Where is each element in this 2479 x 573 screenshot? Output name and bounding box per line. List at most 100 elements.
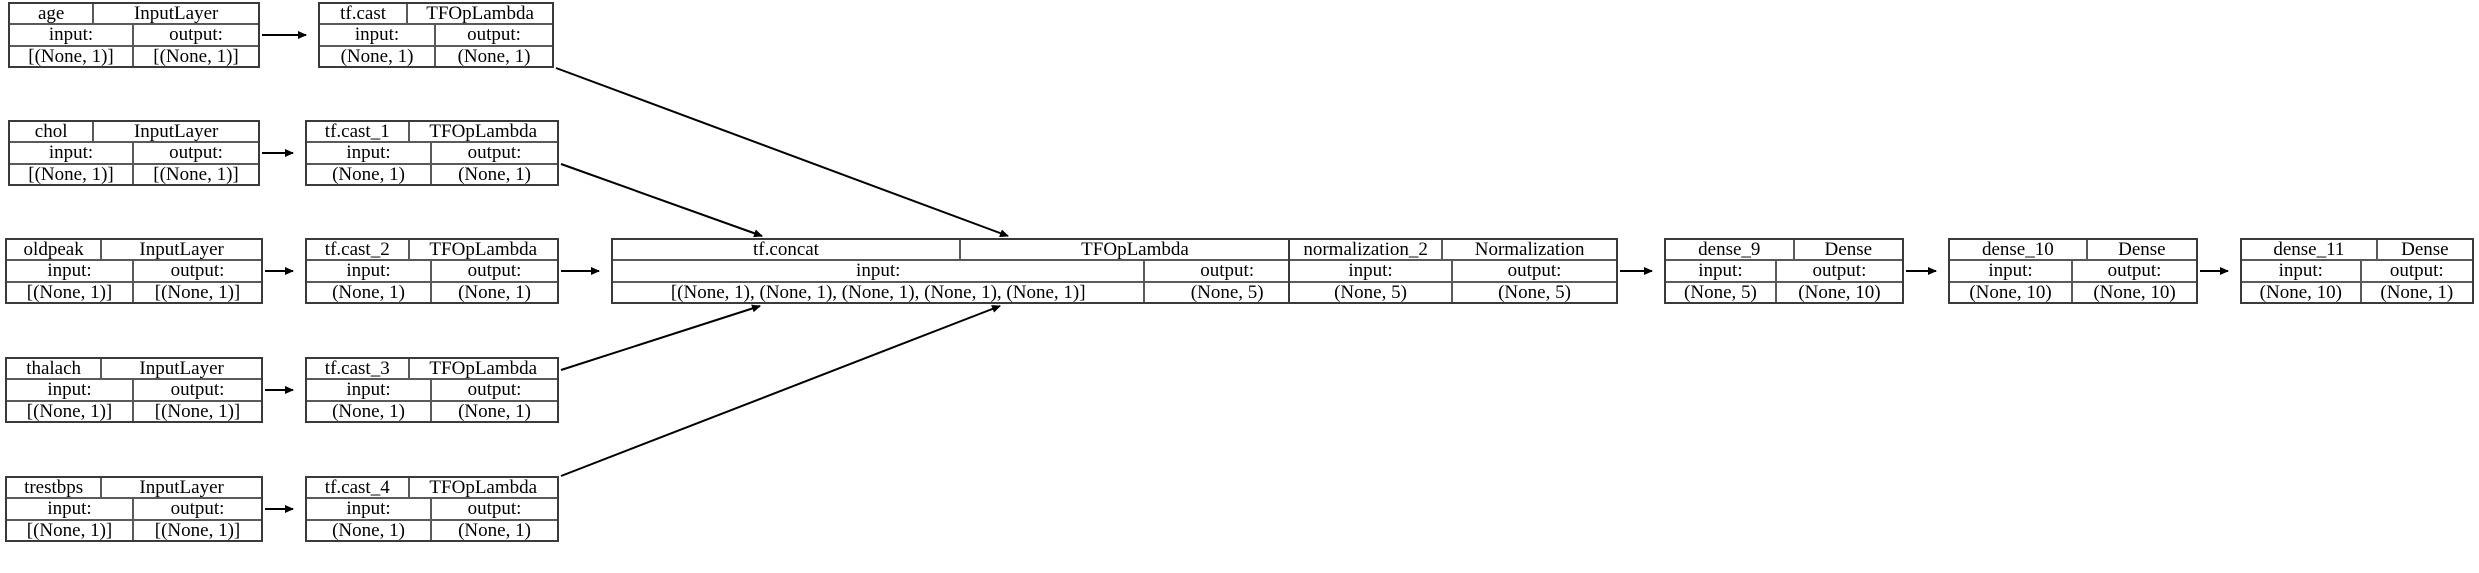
node-type-tf_cast_1: TFOpLambda [429, 122, 538, 142]
node-type-thalach: InputLayer [139, 359, 224, 379]
node-shape-row: [(None, 1)] [(None, 1)] [10, 46, 258, 66]
node-shape-row: (None, 1)(None, 1) [307, 282, 557, 302]
input-label-dense_10: input: [1950, 261, 2073, 281]
node-name-tf_cast_1: tf.cast_1 [307, 122, 410, 142]
input-shape-tf_cast_2: (None, 1) [307, 282, 432, 302]
input-shape-tf_cast_4: (None, 1) [307, 520, 432, 540]
node-name-tf_cast_4: tf.cast_4 [307, 478, 410, 498]
node-shape-row: (None, 1)(None, 1) [307, 520, 557, 540]
node-type-age: InputLayer [133, 4, 219, 24]
input-shape-chol: [(None, 1)] [10, 164, 134, 184]
node-type-tf_cast_4: TFOpLambda [429, 478, 538, 498]
node-io-label-row: input: output: [10, 25, 258, 47]
node-name-thalach: thalach [7, 359, 103, 379]
input-shape-age: [(None, 1)] [10, 46, 134, 66]
input-label-tf_concat: input: [613, 261, 1146, 281]
node-name-dense_9: dense_9 [1666, 240, 1795, 260]
output-shape-thalach: [(None, 1)] [154, 401, 241, 421]
output-shape-dense_11: (None, 1) [2380, 282, 2454, 302]
node-type-tf_cast_2: TFOpLambda [429, 240, 538, 260]
node-io-label-row: input:output: [7, 380, 261, 402]
node-type-chol: InputLayer [133, 122, 219, 142]
node-type-dense_10: Dense [2118, 240, 2166, 260]
node-shape-row: (None, 1)(None, 1) [320, 46, 552, 66]
input-shape-tf_cast_3: (None, 1) [307, 401, 432, 421]
output-label-dense_9: output: [1812, 261, 1867, 281]
node-name-dense_10: dense_10 [1950, 240, 2088, 260]
output-shape-oldpeak: [(None, 1)] [154, 282, 241, 302]
node-shape-row: (None, 10) (None, 10) [1950, 282, 2196, 302]
output-shape-tf_cast_1: (None, 1) [458, 164, 531, 184]
node-header-row: trestbps InputLayer [7, 478, 261, 500]
input-label-dense_11: input: [2242, 261, 2362, 281]
node-shape-row: (None, 10) (None, 1) [2242, 282, 2472, 302]
output-shape-normalization_2: (None, 5) [1498, 282, 1571, 302]
node-shape-row: (None, 1) (None, 1) [307, 401, 557, 421]
input-label-tf_cast_3: input: [307, 380, 432, 400]
output-label-tf_cast_1: output: [467, 143, 522, 163]
input-label-trestbps: input: [7, 499, 134, 519]
output-label-dense_10: output: [2107, 261, 2162, 281]
node-type-tf_concat: TFOpLambda [1081, 240, 1189, 260]
output-shape-tf_cast_3: (None, 1) [458, 401, 531, 421]
input-shape-thalach: [(None, 1)] [7, 401, 134, 421]
node-name-trestbps: trestbps [7, 478, 103, 498]
output-shape-dense_9: (None, 10) [1798, 282, 1881, 302]
output-label-oldpeak: output: [170, 261, 225, 281]
input-shape-dense_9: (None, 5) [1666, 282, 1777, 302]
input-label-tf_cast_4: input: [307, 499, 432, 519]
node-header-row: tf.concat TFOpLambda [613, 240, 1309, 262]
input-shape-dense_10: (None, 10) [1950, 282, 2073, 302]
input-label-age: input: [10, 25, 134, 45]
node-name-normalization_2: normalization_2 [1290, 240, 1444, 260]
edge-tfcast-to-concat [555, 67, 1009, 237]
output-label-dense_11: output: [2389, 261, 2444, 281]
node-header-row: dense_10 Dense [1950, 240, 2196, 262]
output-label-tf_cast: output: [467, 25, 521, 45]
input-label-oldpeak: input: [7, 261, 134, 281]
node-shape-row: [(None, 1)] [(None, 1)] [7, 401, 261, 421]
output-shape-trestbps: [(None, 1)] [154, 520, 241, 540]
input-shape-oldpeak: [(None, 1)] [7, 282, 134, 302]
output-label-tf_cast_2: output: [467, 261, 522, 281]
output-label-age: output: [169, 25, 223, 45]
node-header-row: tf.cast_4 TFOpLambda [307, 478, 557, 500]
node-shape-row: [(None, 1)] [(None, 1)] [7, 282, 261, 302]
node-io-label-row: input: output: [7, 261, 261, 283]
output-label-thalach: output: [170, 380, 225, 400]
node-io-label-row: input:output: [1290, 261, 1616, 283]
edge-tfcast3-to-concat [560, 304, 761, 371]
node-name-tf_concat: tf.concat [613, 240, 961, 260]
input-shape-dense_11: (None, 10) [2242, 282, 2362, 302]
node-type-tf_cast_3: TFOpLambda [429, 359, 538, 379]
output-shape-dense_10: (None, 10) [2093, 282, 2176, 302]
output-label-tf_cast_4: output: [467, 499, 522, 519]
node-type-trestbps: InputLayer [139, 478, 224, 498]
edge-tfcast4-to-concat [560, 305, 1001, 477]
input-shape-normalization_2: (None, 5) [1290, 282, 1453, 302]
output-label-tf_cast_3: output: [467, 380, 522, 400]
output-shape-age: [(None, 1)] [153, 46, 239, 66]
